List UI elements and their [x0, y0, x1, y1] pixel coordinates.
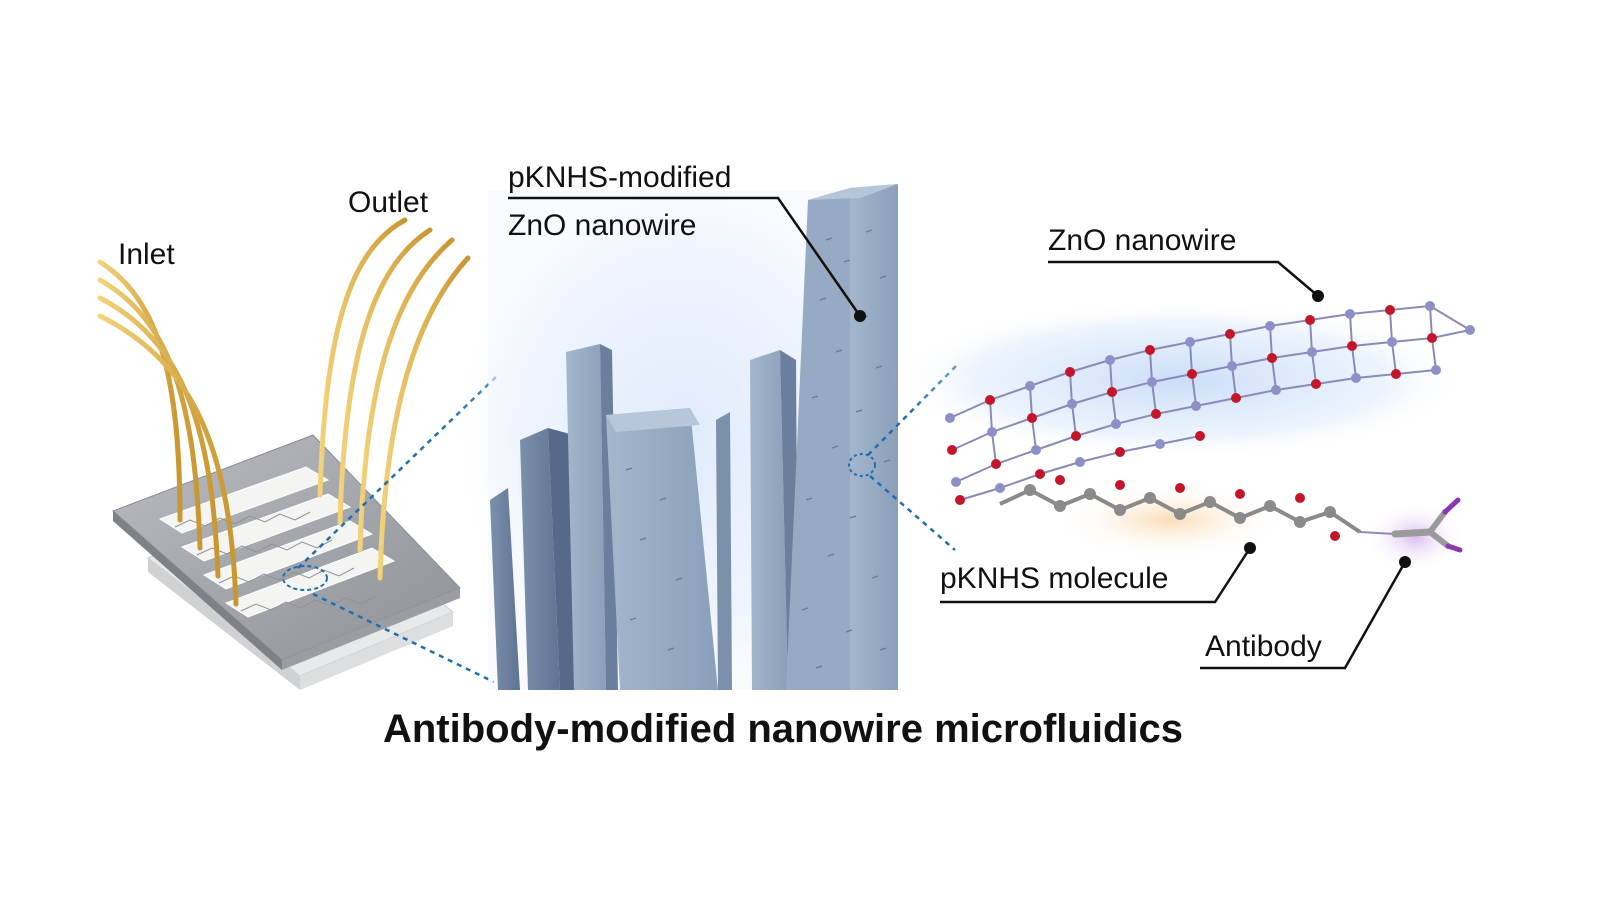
leader-pknhs-modified [508, 196, 862, 317]
leader-zno-nanowire [1048, 260, 1319, 297]
nanowire-zoom-circle [848, 453, 876, 477]
label-pknhs-molecule: pKNHS molecule [940, 562, 1168, 595]
label-outlet: Outlet [348, 186, 429, 219]
leader-dot-antibody [1399, 556, 1411, 568]
antibody-icon [1391, 497, 1463, 553]
leader-pknhs-molecule [940, 547, 1252, 604]
oxygen-atoms [947, 305, 1437, 505]
pknhs-molecule [999, 475, 1396, 541]
label-zno-nanowire-right: ZnO nanowire [1048, 224, 1236, 257]
nanowire-cluster [450, 170, 915, 700]
figure-caption: Antibody-modified nanowire microfluidics [383, 707, 1183, 751]
label-pknhs-modified: pKNHS-modified [508, 161, 731, 194]
leader-antibody [1200, 561, 1407, 670]
microfluidic-chip [97, 217, 471, 690]
label-zno-nanowire-middle: ZnO nanowire [508, 209, 696, 242]
surface-molecules [625, 229, 891, 669]
molecular-model [890, 300, 1475, 572]
zinc-atoms [945, 301, 1475, 493]
chip-zoom-circle [282, 565, 328, 591]
leader-dot-zno-nanowire [1312, 290, 1324, 302]
leader-dot-pknhs-molecule [1244, 542, 1256, 554]
inlet-tubing [97, 259, 239, 607]
label-inlet: Inlet [118, 238, 175, 271]
label-antibody: Antibody [1205, 630, 1322, 663]
leader-dot-pknhs-modified [854, 310, 866, 322]
